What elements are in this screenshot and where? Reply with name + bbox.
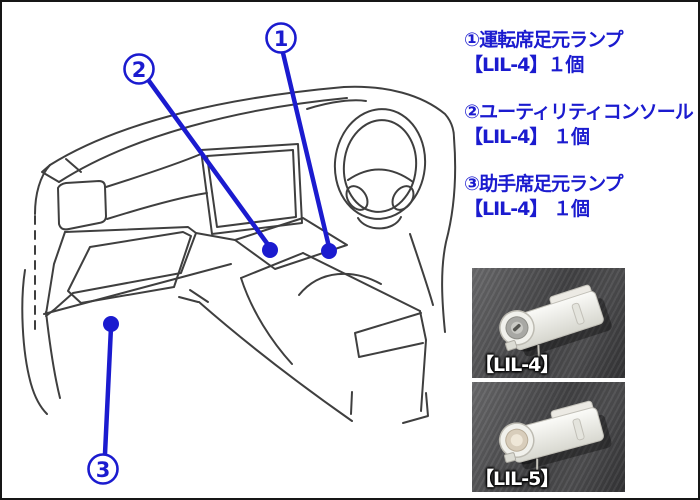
product-label-lil4: 【LIL-4】 [475, 354, 559, 376]
lamp-unit-lil4 [499, 284, 612, 357]
product-photo-lil4: 【LIL-4】 [472, 268, 625, 378]
legend-item-2: ②ユーティリティコンソール 【LIL-4】 １個 [464, 100, 698, 150]
location-dot-3 [103, 316, 119, 332]
product-label-lil5: 【LIL-5】 [475, 468, 559, 490]
legend-item-2-name: ②ユーティリティコンソール [464, 101, 694, 123]
leader-line-2 [146, 78, 272, 249]
product-photo-lil5: 【LIL-5】 [472, 382, 625, 492]
callout-number-1: 1 [274, 27, 289, 51]
legend-item-1-name: ①運転席足元ランプ [464, 29, 624, 51]
leader-line-3 [102, 324, 114, 457]
callout-circles: 1 2 3 [87, 22, 297, 485]
callout-number-3: 3 [96, 458, 111, 482]
steering-wheel [333, 108, 427, 230]
location-dot-2 [262, 242, 278, 258]
legend-item-2-model-qty: 【LIL-4】 １個 [464, 126, 590, 148]
callout-circle-1 [265, 22, 297, 54]
callout-leader-lines [102, 50, 332, 457]
callout-circle-3 [87, 453, 119, 485]
dashboard-diagram: 1 2 3 [21, 22, 457, 485]
legend-item-1-model-qty: 【LIL-4】１個 [464, 54, 584, 76]
legend-item-3-model-qty: 【LIL-4】 １個 [464, 198, 590, 220]
callout-circle-2 [123, 53, 155, 85]
lamp-unit-lil5 [499, 400, 612, 470]
callout-number-2: 2 [132, 58, 147, 82]
legend-item-1: ①運転席足元ランプ 【LIL-4】１個 [464, 28, 698, 78]
legend: ①運転席足元ランプ 【LIL-4】１個 ②ユーティリティコンソール 【LIL-4… [464, 28, 698, 244]
legend-item-3-name: ③助手席足元ランプ [464, 173, 624, 195]
dashboard-sketch [21, 85, 457, 424]
legend-item-3: ③助手席足元ランプ 【LIL-4】 １個 [464, 172, 698, 222]
location-dot-1 [321, 243, 337, 259]
leader-line-1 [280, 50, 332, 250]
callout-dots [103, 242, 337, 332]
